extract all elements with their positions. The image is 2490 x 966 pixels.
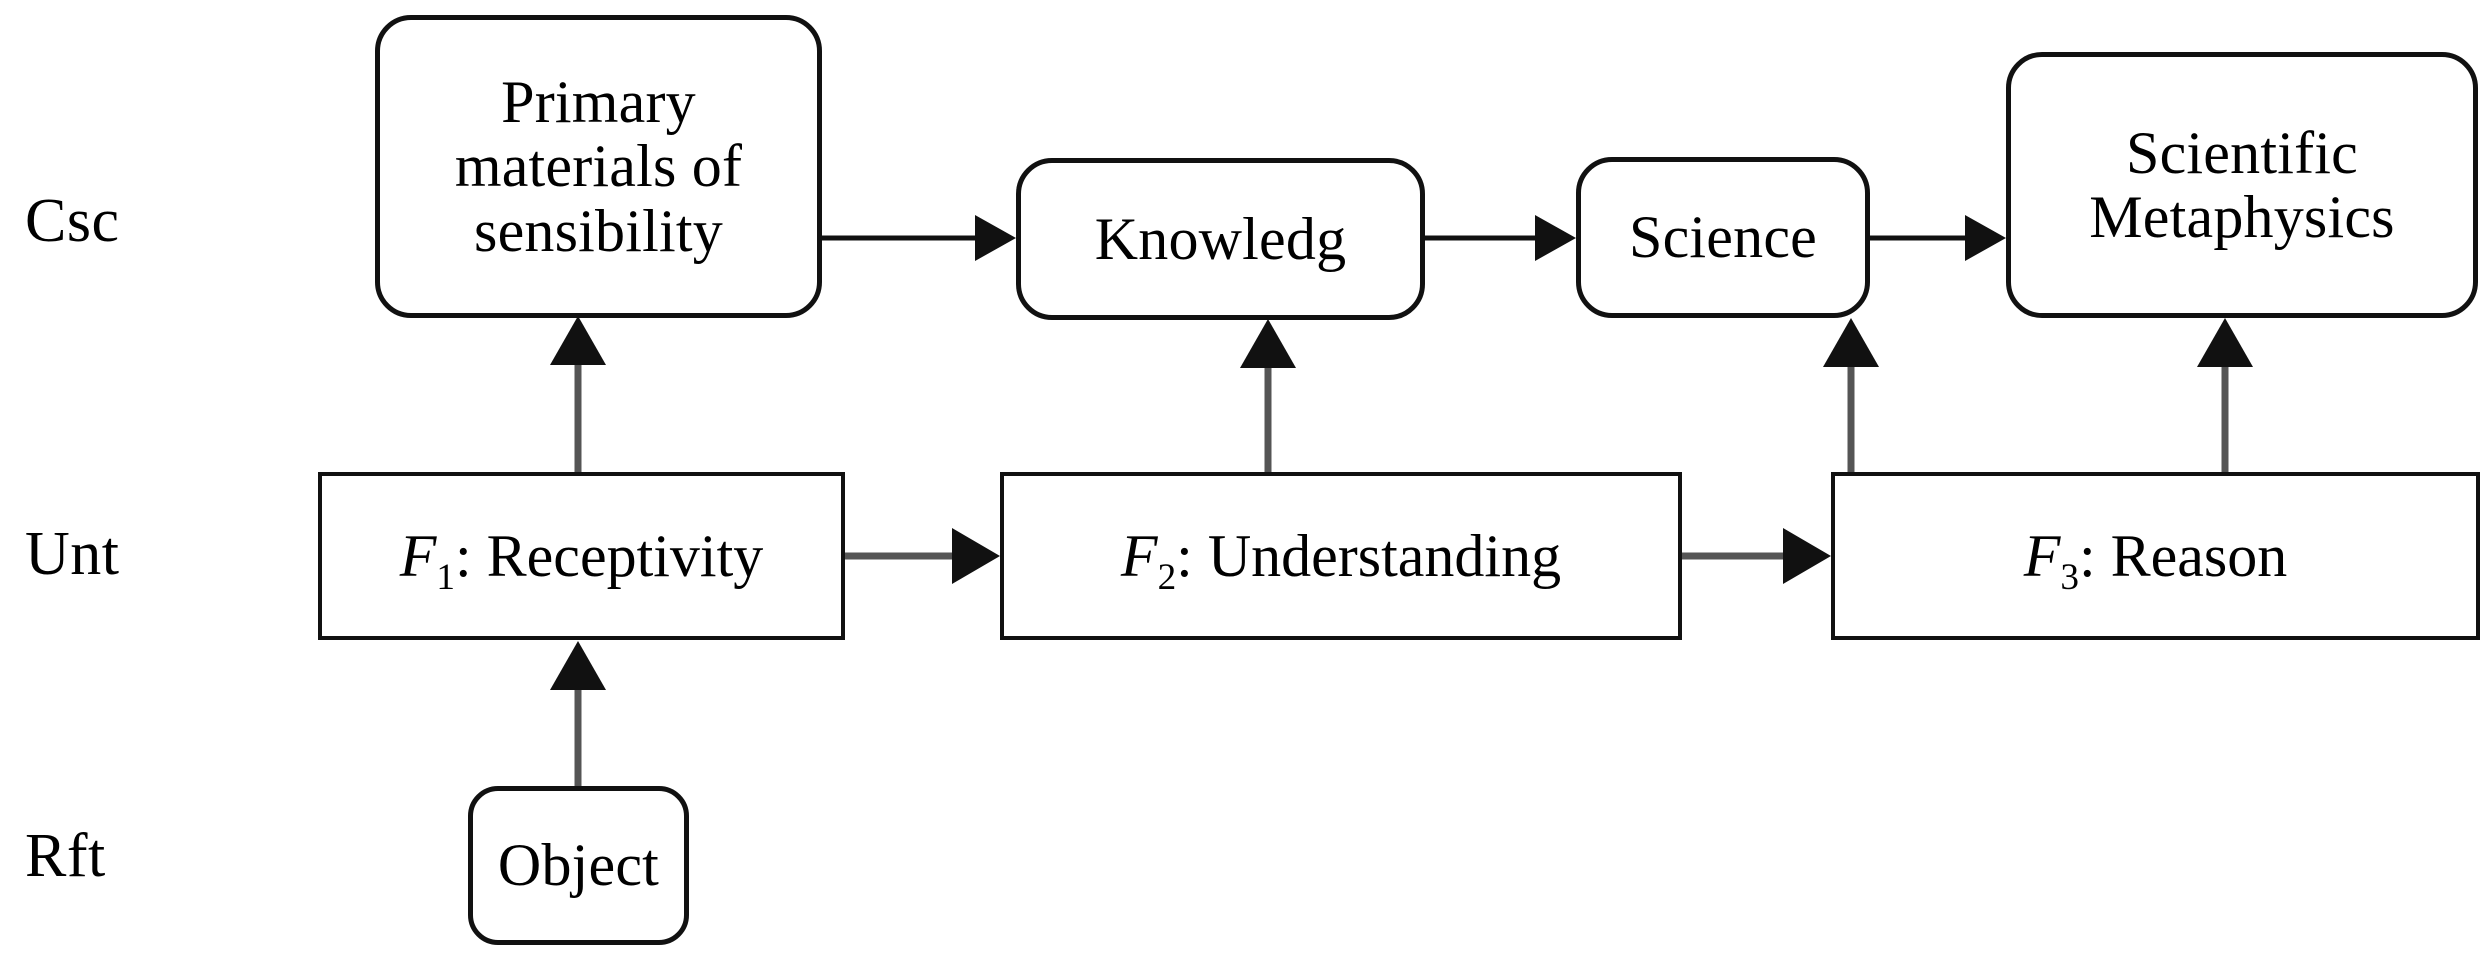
node-object-label: Object <box>497 832 660 899</box>
node-f1-label: F1: Receptivity <box>399 522 764 596</box>
edge-object-to-f1 <box>550 641 606 786</box>
node-primary-materials-label: Primary materials of sensibility <box>454 69 743 264</box>
edge-science-to-metaphysics <box>1870 215 2006 261</box>
node-f2-label: F2: Understanding <box>1120 522 1562 596</box>
edge-f2-to-f3 <box>1682 528 1831 584</box>
node-f3-label: F3: Reason <box>2023 522 2288 596</box>
f2-subscript: 2 <box>1157 556 1177 598</box>
node-science[interactable]: Science <box>1576 157 1870 318</box>
node-primary-materials-of-sensibility[interactable]: Primary materials of sensibility <box>375 15 822 318</box>
edge-f1-to-primary <box>550 316 606 472</box>
node-f2-understanding[interactable]: F2: Understanding <box>1000 472 1682 640</box>
f1-symbol: F <box>399 522 437 589</box>
f2-name: Understanding <box>1207 522 1562 589</box>
node-scientific-metaphysics-label: Scientific Metaphysics <box>2089 119 2395 250</box>
f2-symbol: F <box>1120 522 1158 589</box>
edge-f3-to-science <box>1823 318 1879 472</box>
node-knowledg[interactable]: Knowledg <box>1016 158 1425 320</box>
edge-f2-to-knowledg <box>1240 319 1296 472</box>
node-science-label: Science <box>1629 204 1817 271</box>
edge-f1-to-f2 <box>845 528 1000 584</box>
edge-primary-to-knowledg <box>822 215 1016 261</box>
node-object[interactable]: Object <box>468 786 689 945</box>
f1-separator: : <box>454 522 487 589</box>
row-label-rft: Rft <box>25 822 106 890</box>
node-f1-receptivity[interactable]: F1: Receptivity <box>318 472 845 640</box>
f2-separator: : <box>1176 522 1208 589</box>
f3-separator: : <box>2078 522 2111 589</box>
row-label-unt: Unt <box>25 520 120 588</box>
node-scientific-metaphysics[interactable]: Scientific Metaphysics <box>2006 52 2478 318</box>
node-knowledg-label: Knowledg <box>1094 205 1347 272</box>
f1-name: Receptivity <box>486 522 764 589</box>
f3-name: Reason <box>2110 522 2288 589</box>
f3-subscript: 3 <box>2060 556 2079 598</box>
edge-knowledg-to-science <box>1425 215 1576 261</box>
node-f3-reason[interactable]: F3: Reason <box>1831 472 2480 640</box>
f1-subscript: 1 <box>436 556 455 598</box>
edge-f3-to-metaphysics <box>2197 318 2253 472</box>
f3-symbol: F <box>2023 522 2061 589</box>
row-label-csc: Csc <box>25 187 120 255</box>
